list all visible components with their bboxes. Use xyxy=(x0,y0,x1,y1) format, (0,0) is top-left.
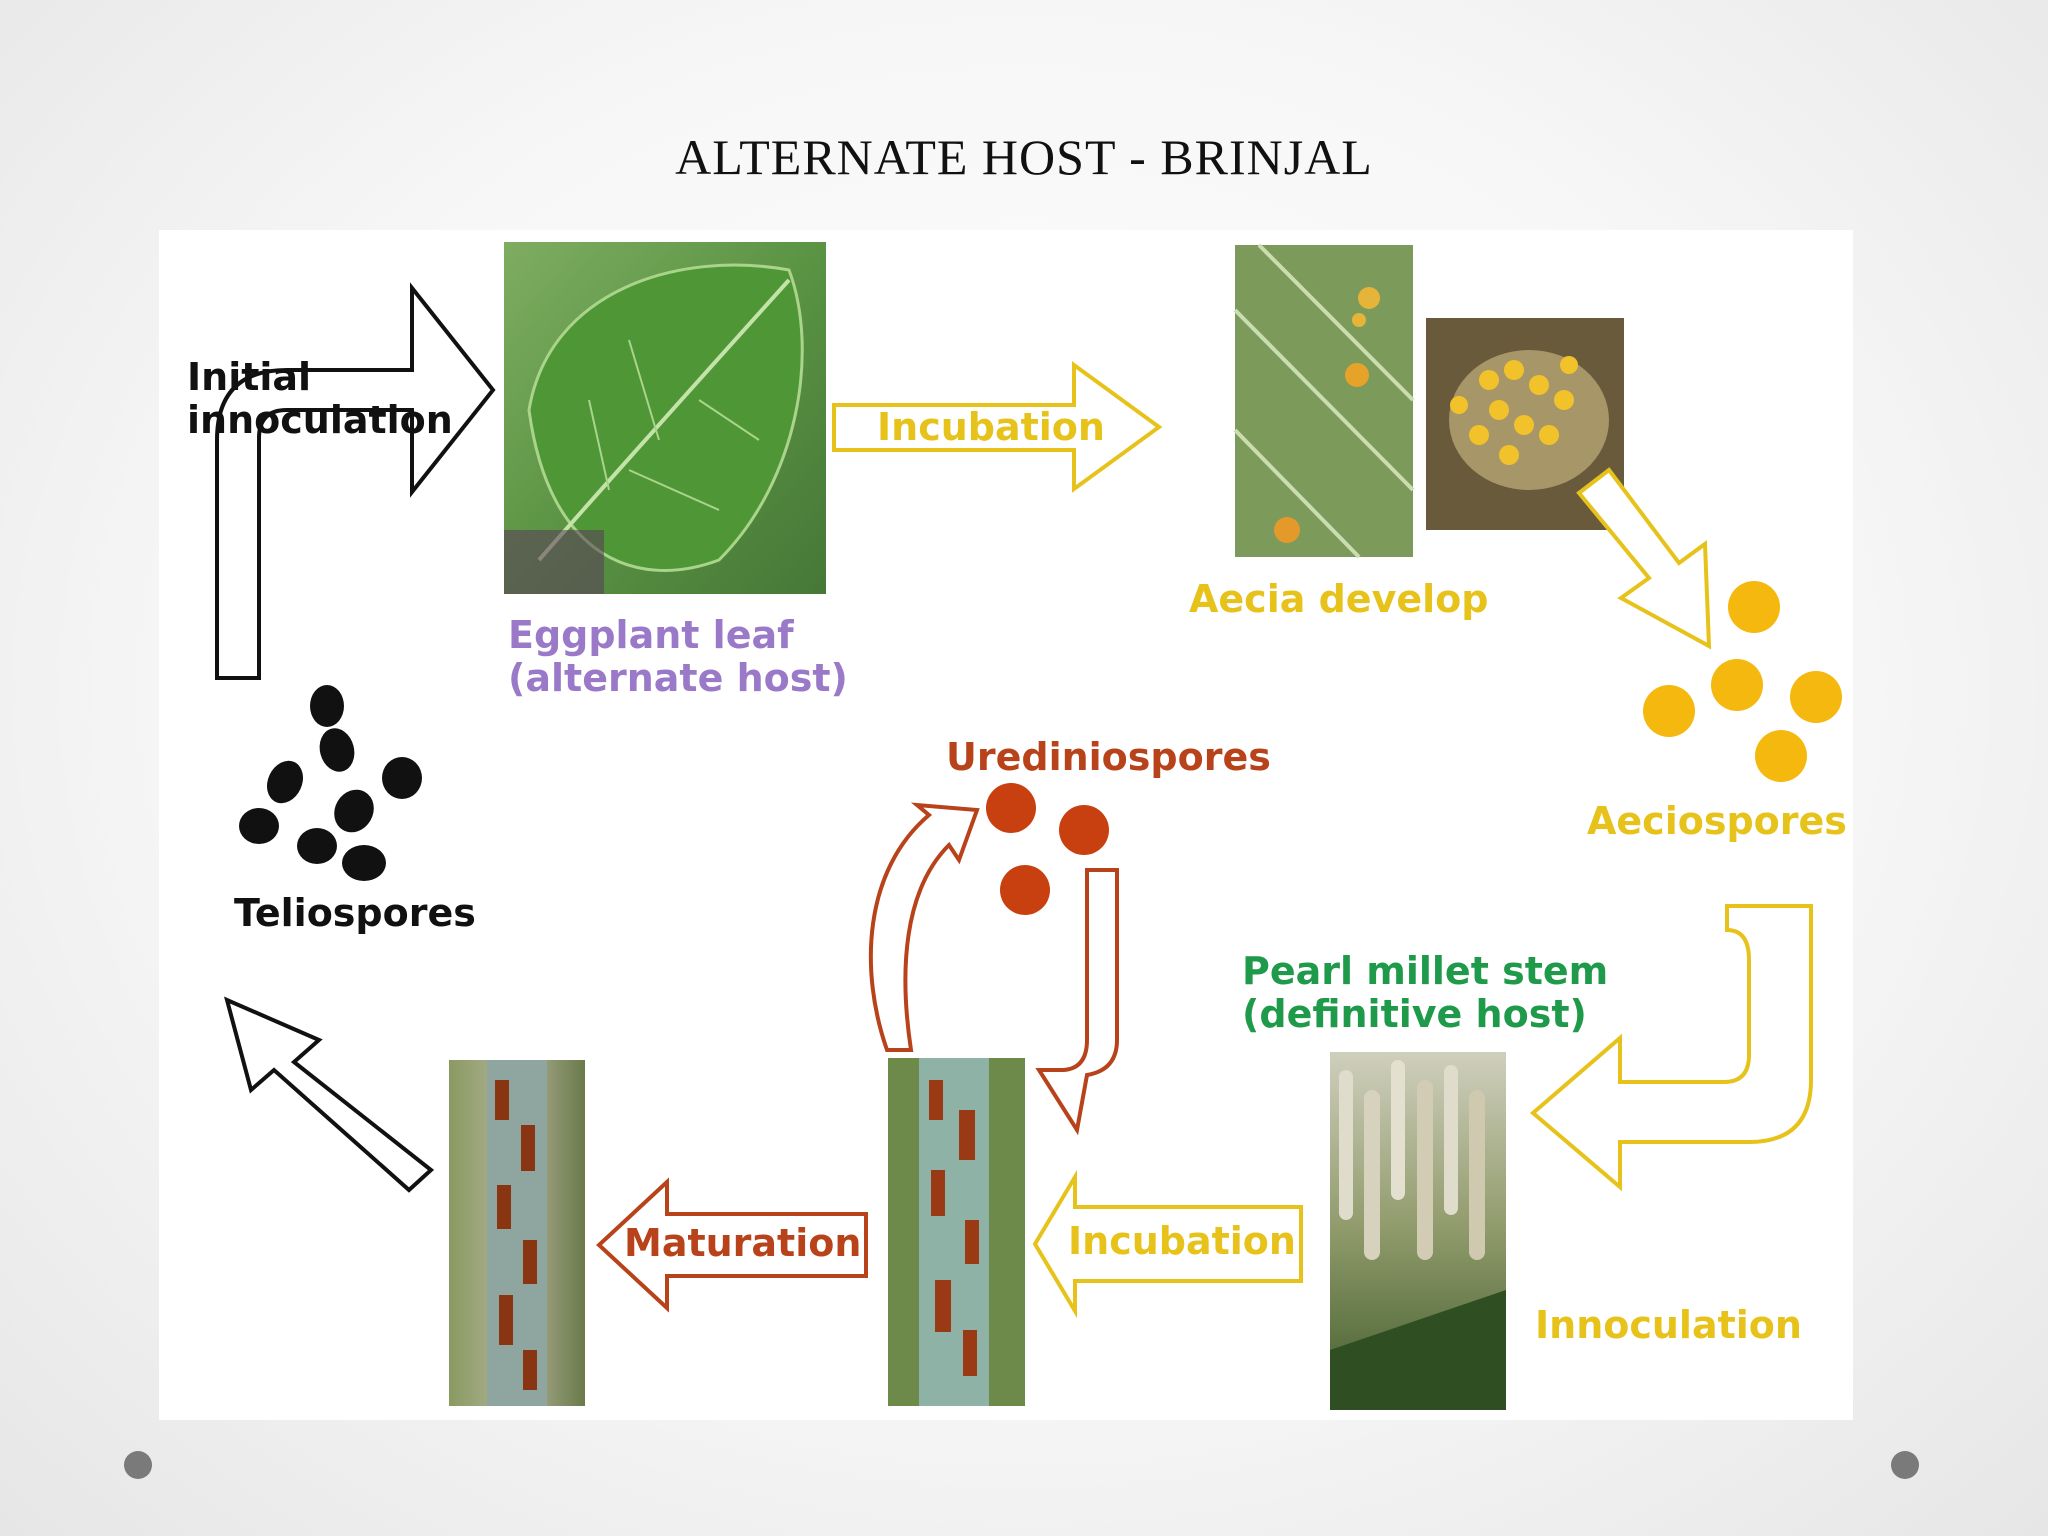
aecia-to-aeciospores-arrow xyxy=(1576,467,1712,650)
slide-decoration-dot-left xyxy=(124,1451,152,1479)
urediniospore-cluster xyxy=(986,783,1109,915)
eggplant-leaf-line1: Eggplant leaf xyxy=(508,613,794,657)
pearl-millet-line2: (definitive host) xyxy=(1242,991,1587,1036)
diagram-canvas xyxy=(215,242,1842,1410)
eggplant-leaf-label: Eggplant leaf (alternate host) xyxy=(508,614,848,699)
urediniospore-cycle-arrow xyxy=(868,802,980,1052)
pearl-millet-image xyxy=(1330,1052,1506,1410)
matured-stem-image xyxy=(449,1060,585,1406)
aeciospore-cluster xyxy=(1643,581,1842,782)
maturation-arrow xyxy=(596,1177,868,1313)
innoculation-label: Innoculation xyxy=(1535,1303,1802,1347)
initial-innoculation-label: Initial innoculation xyxy=(187,356,453,441)
maturation-label: Maturation xyxy=(624,1221,862,1265)
teliospores-arrow xyxy=(224,996,435,1193)
infected-stem-image xyxy=(888,1058,1025,1406)
innoculation-arrow xyxy=(1529,904,1813,1192)
pearl-millet-label: Pearl millet stem (definitive host) xyxy=(1242,950,1608,1035)
teliospore-cluster xyxy=(239,685,422,881)
aecia-develop-label: Aecia develop xyxy=(1189,577,1489,621)
eggplant-leaf-line2: (alternate host) xyxy=(508,655,848,700)
eggplant-leaf-image xyxy=(504,242,826,594)
teliospores-label: Teliospores xyxy=(234,891,476,935)
aecia-leaf-image xyxy=(1233,243,1415,559)
slide-decoration-dot-right xyxy=(1891,1451,1919,1479)
aeciospores-label: Aeciospores xyxy=(1587,799,1847,843)
urediniospores-label: Urediniospores xyxy=(946,735,1271,779)
incubation-top-arrow xyxy=(832,361,1163,493)
urediniospore-return-arrow xyxy=(1035,868,1119,1136)
initial-innoculation-line2: innoculation xyxy=(187,397,453,442)
incubation-top-label: Incubation xyxy=(877,405,1105,449)
initial-innoculation-arrow xyxy=(215,282,496,680)
pearl-millet-line1: Pearl millet stem xyxy=(1242,949,1609,993)
incubation-bottom-label: Incubation xyxy=(1068,1219,1296,1263)
initial-innoculation-line1: Initial xyxy=(187,355,312,399)
slide-title: ALTERNATE HOST - BRINJAL xyxy=(675,129,1373,185)
disease-cycle-diagram: Initial innoculation Incubation Eggplant… xyxy=(159,230,1853,1420)
incubation-bottom-arrow xyxy=(1032,1169,1303,1319)
